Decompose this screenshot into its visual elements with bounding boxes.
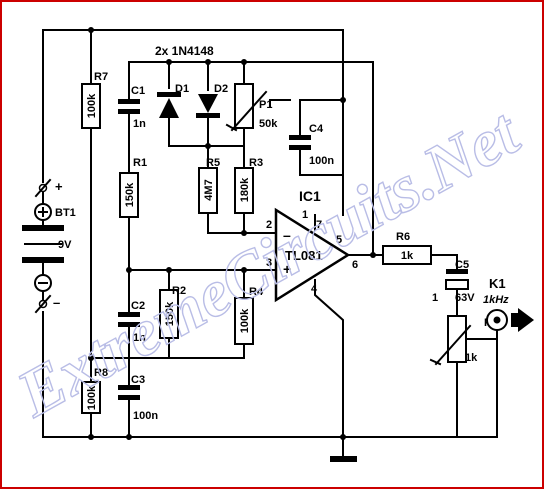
- svg-text:150k: 150k: [124, 182, 136, 207]
- ic1-minus-label: –: [283, 227, 291, 243]
- output-connector-k1: [486, 308, 534, 332]
- r2-ref-label: R2: [172, 285, 186, 297]
- c3-value-label: 100n: [133, 410, 158, 422]
- svg-text:100k: 100k: [239, 308, 251, 333]
- c4-value-label: 100n: [309, 155, 334, 167]
- ic1-pin4-label: 4: [311, 283, 318, 295]
- resistor-r8: 100k: [81, 381, 101, 414]
- c3-ref-label: C3: [131, 374, 145, 386]
- battery-minus-label: –: [53, 295, 60, 310]
- capacitor-c2: [118, 312, 140, 327]
- svg-text:4M7: 4M7: [203, 179, 215, 200]
- resistor-r7: 100k: [81, 83, 101, 129]
- battery-plus-label: +: [55, 179, 63, 194]
- c5-value-label: 63V: [455, 292, 475, 304]
- resistor-r5: 4M7: [198, 167, 218, 214]
- r7-ref-label: R7: [94, 71, 108, 83]
- diode-header-label: 2x 1N4148: [155, 44, 214, 58]
- r1-ref-label: R1: [133, 157, 147, 169]
- junction-dots: [88, 27, 376, 440]
- c2-value-label: 1n: [133, 332, 146, 344]
- k1-frequency-label: 1kHz: [483, 294, 509, 306]
- r4-ref-label: R4: [249, 286, 264, 298]
- ic1-pin7-label: 7: [316, 219, 322, 231]
- ic1-pin3-label: 3: [266, 257, 272, 269]
- watermark-text: ExtremeCircuits.Net: [5, 95, 532, 431]
- c2-ref-label: C2: [131, 300, 145, 312]
- c1-value-label: 1n: [133, 118, 146, 130]
- d2-ref-label: D2: [214, 83, 228, 95]
- ic1-pin5-label: 5: [336, 234, 342, 246]
- d1-ref-label: D1: [175, 83, 189, 95]
- resistor-r3: 180k: [234, 167, 254, 214]
- r8-ref-label: R8: [94, 367, 108, 379]
- ic1-plus-label: +: [283, 261, 291, 277]
- svg-text:1k: 1k: [401, 250, 414, 262]
- battery-ref-label: BT1: [55, 207, 76, 219]
- ic1-part-label: TL081: [285, 248, 323, 263]
- p1-value-label: 50k: [259, 118, 278, 130]
- ic1-pin1-label: 1: [302, 209, 308, 221]
- capacitor-c5: [445, 269, 469, 290]
- c4-ref-label: C4: [309, 123, 324, 135]
- potentiometer-p2: [429, 315, 472, 366]
- ic1-ref-label: IC1: [299, 188, 321, 204]
- resistor-r4: 100k: [234, 297, 254, 345]
- svg-text:100k: 100k: [86, 385, 98, 410]
- svg-text:100k: 100k: [86, 93, 98, 118]
- p2-value-label: 1k: [465, 352, 478, 364]
- ic1-pin6-label: 6: [352, 259, 358, 271]
- p1-ref-label: P1: [259, 99, 272, 111]
- resistor-r6: 1k: [382, 245, 432, 265]
- resistor-r1: 150k: [119, 172, 139, 218]
- c1-ref-label: C1: [131, 85, 145, 97]
- potentiometer-p1: [225, 83, 268, 132]
- diode-d2: [196, 94, 220, 118]
- capacitor-c4: [289, 135, 311, 150]
- ground-symbol: [330, 456, 357, 462]
- k1-ref-label: K1: [489, 276, 506, 291]
- diode-d1: [157, 92, 181, 118]
- ic1-pin2-label: 2: [266, 219, 272, 231]
- r3-ref-label: R3: [249, 157, 263, 169]
- battery-bt1: [22, 178, 64, 314]
- resistor-r2: 150k: [159, 289, 179, 339]
- c5-ref-label: C5: [455, 259, 469, 271]
- capacitor-c3: [118, 385, 140, 400]
- svg-text:150k: 150k: [164, 301, 176, 326]
- svg-text:180k: 180k: [239, 177, 251, 202]
- r6-ref-label: R6: [396, 231, 410, 243]
- opamp-ic1: [274, 207, 351, 303]
- capacitor-c1: [118, 99, 140, 114]
- battery-voltage-label: 9V: [58, 239, 72, 251]
- c5-pin-label: 1: [432, 292, 438, 304]
- r5-ref-label: R5: [206, 157, 220, 169]
